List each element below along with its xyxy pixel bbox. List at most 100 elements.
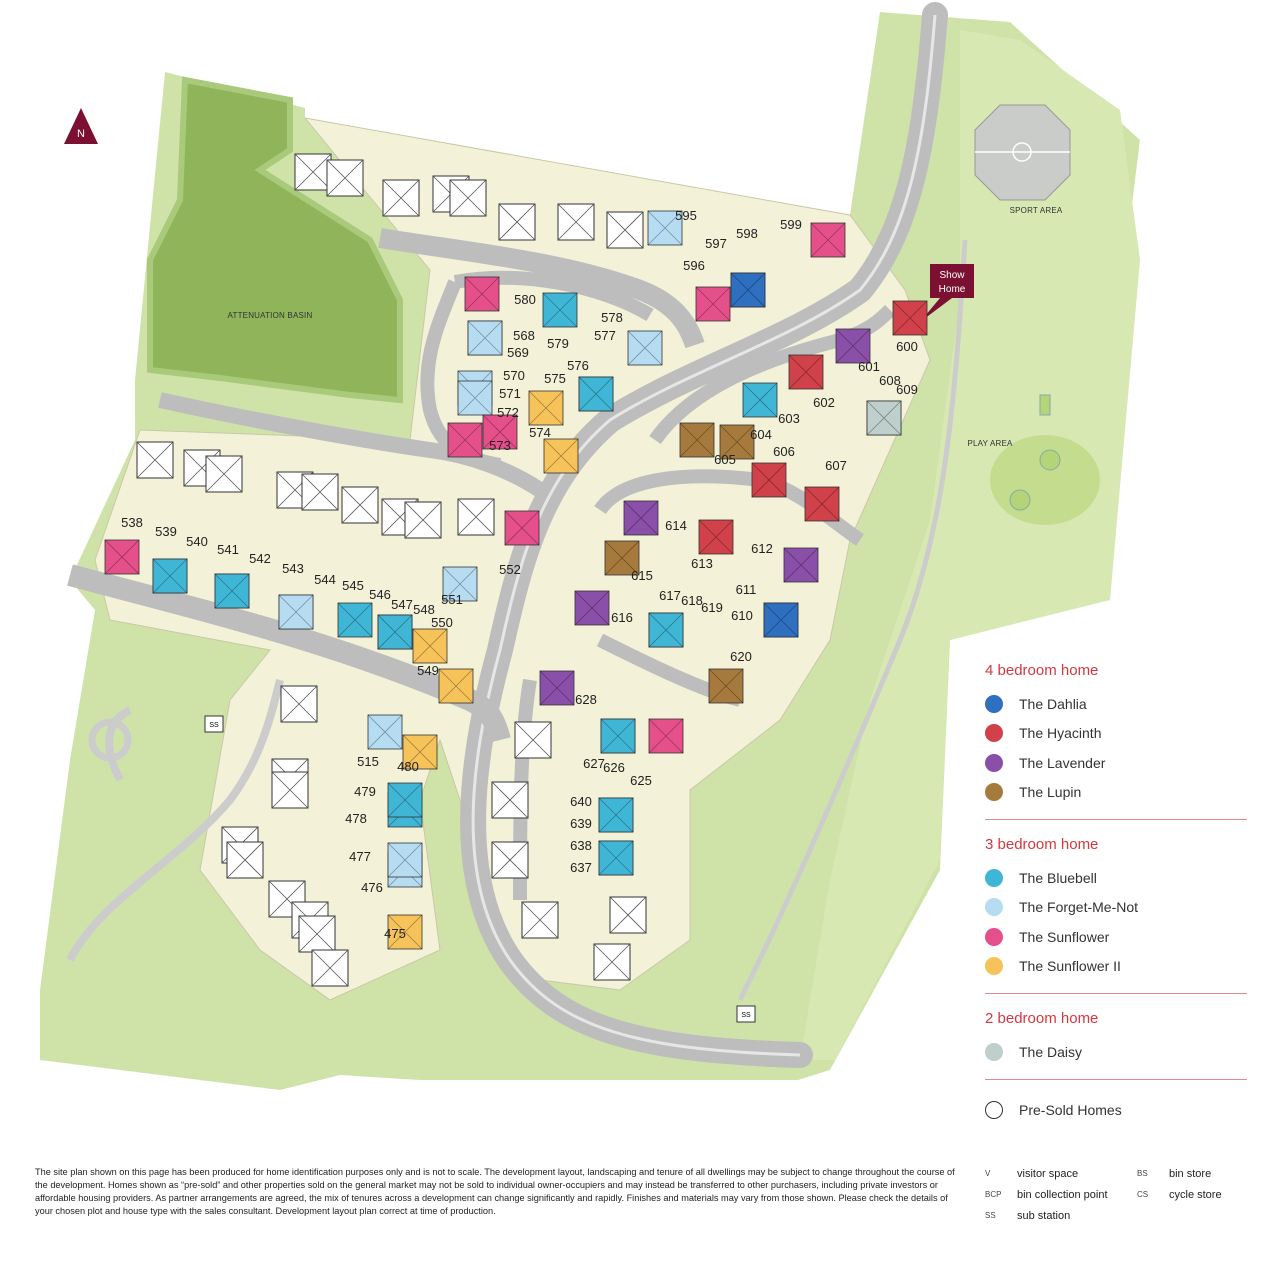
plot-574-label: 574 — [529, 425, 551, 440]
plot-476-label: 476 — [361, 880, 383, 895]
plot-611-house[interactable] — [763, 602, 799, 638]
presold-house — [609, 896, 647, 934]
plot-544-house[interactable] — [278, 594, 314, 630]
plot-600-house[interactable] — [892, 300, 928, 336]
plot-609-house[interactable] — [866, 400, 902, 436]
plot-638-house[interactable] — [598, 840, 634, 876]
plot-480-house[interactable] — [402, 734, 438, 770]
abbr-key-ss: SS — [985, 1211, 996, 1220]
north-label: N — [77, 128, 85, 140]
plot-619-label: 619 — [701, 600, 723, 615]
plot-607-label: 607 — [825, 458, 847, 473]
abbr-text-bs: bin store — [1169, 1167, 1212, 1180]
abbr-text-cs: cycle store — [1169, 1188, 1222, 1201]
plot-596-house[interactable] — [695, 286, 731, 322]
plot-627-label: 627 — [583, 756, 605, 771]
legend-label: The Dahlia — [1019, 695, 1087, 712]
plot-607-house[interactable] — [804, 486, 840, 522]
plot-479-label: 479 — [354, 784, 376, 799]
plot-611-label: 611 — [736, 582, 757, 597]
plot-605-house[interactable] — [679, 422, 715, 458]
plot-515-label: 515 — [357, 754, 379, 769]
plot-578-house[interactable] — [627, 330, 663, 366]
plot-549-house[interactable] — [438, 668, 474, 704]
plot-620-house[interactable] — [708, 668, 744, 704]
legend-swatch — [985, 868, 1003, 887]
presold-house — [280, 685, 318, 723]
plot-640-house[interactable] — [598, 797, 634, 833]
legend-item-the-lavender: The Lavender — [985, 748, 1247, 778]
north-arrow: N — [64, 108, 98, 149]
plot-545-label: 545 — [342, 578, 364, 593]
plot-477-house[interactable] — [387, 842, 423, 878]
legend-divider — [985, 993, 1247, 994]
plot-638-label: 638 — [570, 838, 592, 853]
legend-divider — [985, 1078, 1247, 1080]
plot-548-house[interactable] — [377, 614, 413, 650]
plot-479-house[interactable] — [387, 782, 423, 818]
plot-538-house[interactable] — [104, 539, 140, 575]
legend-item-the-dahlia: The Dahlia — [985, 689, 1247, 719]
legend-item-presold: Pre-Sold Homes — [985, 1096, 1247, 1126]
plot-572-house[interactable] — [482, 414, 518, 450]
plot-613-house[interactable] — [698, 519, 734, 555]
plot-579-house[interactable] — [542, 292, 578, 328]
legend-item-the-hyacinth: The Hyacinth — [985, 719, 1247, 749]
plot-599-house[interactable] — [810, 222, 846, 258]
plot-610-label: 610 — [731, 608, 753, 623]
plot-595-house[interactable] — [647, 210, 683, 246]
plot-475-house[interactable] — [387, 914, 423, 950]
plot-569-house[interactable] — [467, 320, 503, 356]
legend-heading: 4 bedroom home — [985, 662, 1099, 679]
footpath-east — [737, 239, 968, 1002]
plot-550-label: 550 — [431, 615, 453, 630]
plot-619-house[interactable] — [648, 612, 684, 648]
plot-628-house[interactable] — [539, 670, 575, 706]
plot-545-house[interactable] — [337, 602, 373, 638]
plot-598-house[interactable] — [730, 272, 766, 308]
north-road — [378, 228, 705, 349]
legend-swatch — [985, 1101, 1003, 1120]
plot-625-house[interactable] — [648, 718, 684, 754]
plot-573-house[interactable] — [447, 422, 483, 458]
west-road — [67, 564, 511, 743]
plot-577-house[interactable] — [578, 376, 614, 412]
plot-475-label: 475 — [384, 926, 406, 941]
court-circle — [1012, 142, 1032, 162]
plot-599-label: 599 — [780, 217, 802, 232]
plot-540-house[interactable] — [152, 558, 188, 594]
plot-615-house[interactable] — [604, 540, 640, 576]
plot-547-label: 547 — [391, 597, 413, 612]
legend-item-the-sunflower: The Sunflower — [985, 922, 1247, 952]
plot-612-label: 612 — [751, 541, 773, 556]
plot-640-label: 640 — [570, 794, 592, 809]
legend-label: The Lavender — [1019, 754, 1106, 771]
plot-601-house[interactable] — [835, 328, 871, 364]
plot-550-house[interactable] — [412, 628, 448, 664]
plot-608-label: 608 — [879, 373, 901, 388]
plot-627-house[interactable] — [600, 718, 636, 754]
plot-575-house[interactable] — [528, 390, 564, 426]
plot-616-house[interactable] — [574, 590, 610, 626]
presold-house — [205, 455, 243, 493]
plot-602-house[interactable] — [788, 354, 824, 390]
plot-639-label: 639 — [570, 816, 592, 831]
plot-615-label: 615 — [631, 568, 653, 583]
plot-574-house[interactable] — [543, 438, 579, 474]
plot-604-house[interactable] — [719, 424, 755, 460]
presold-house — [382, 179, 420, 217]
plot-549-label: 549 — [417, 663, 439, 678]
plot-614-house[interactable] — [623, 500, 659, 536]
plot-542-house[interactable] — [214, 573, 250, 609]
plot-596-label: 596 — [683, 258, 705, 273]
plot-606-house[interactable] — [751, 462, 787, 498]
presold-house — [491, 781, 529, 819]
plot-552-house[interactable] — [504, 510, 540, 546]
plot-515-house[interactable] — [367, 714, 403, 750]
plot-603-house[interactable] — [742, 382, 778, 418]
plot-612-house[interactable] — [783, 547, 819, 583]
play-area-ground — [990, 435, 1100, 525]
plot-551-house[interactable] — [442, 566, 478, 602]
plot-580-house[interactable] — [464, 276, 500, 312]
plot-571-house[interactable] — [457, 380, 493, 416]
